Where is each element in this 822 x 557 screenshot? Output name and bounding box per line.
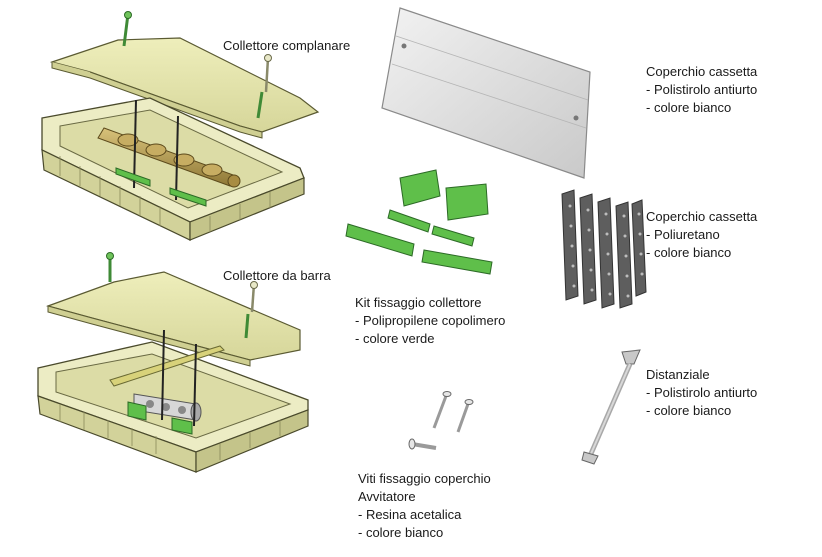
label-line: - colore verde [355,331,435,346]
label-line: - colore bianco [646,100,732,115]
collettore-complanare-assembly [41,11,320,241]
green-bracket [171,417,193,435]
label-line: - colore bianco [358,525,444,540]
label-line: - Poliuretano [646,227,720,242]
distanziale-spacer [581,349,641,465]
label-title: Kit fissaggio collettore [355,295,482,310]
coperchio-cassetta-white [381,7,591,179]
lid-screw [106,252,114,282]
top-box-side [189,177,305,241]
label-line: - colore bianco [646,245,732,260]
label-collettore-da-barra: Collettore da barra [223,268,331,283]
viti-fissaggio-screws [408,391,474,450]
coperchio-cassetta-rails [561,189,647,309]
label-line: Avvitatore [358,489,416,504]
label-coperchio-cassetta-2: Coperchio cassetta - Poliuretano - color… [646,208,757,262]
label-collettore-complanare: Collettore complanare [223,38,351,53]
green-bracket [115,167,151,187]
label-kit-fissaggio: Kit fissaggio collettore - Polipropilene… [355,294,505,348]
label-line: - colore bianco [646,403,732,418]
label-line: - Polistirolo antiurto [646,82,758,97]
label-title: Viti fissaggio coperchio [358,471,491,486]
label-line: - Polipropilene copolimero [355,313,506,328]
green-bracket [127,401,147,421]
label-title: Coperchio cassetta [646,64,758,79]
label-coperchio-cassetta-1: Coperchio cassetta - Polistirolo antiurt… [646,63,757,117]
label-line: - Polistirolo antiurto [646,385,758,400]
brass-manifold [97,127,241,188]
label-distanziale: Distanziale - Polistirolo antiurto - col… [646,366,757,420]
bottom-box-inner [55,353,292,439]
label-title: Coperchio cassetta [646,209,758,224]
collettore-da-barra-assembly [37,252,309,473]
label-line: - Resina acetalica [358,507,462,522]
green-bracket [169,187,207,207]
lid-screw [122,11,132,47]
kit-fissaggio-green-parts [345,169,493,275]
lid-screw [256,54,272,119]
label-title: Distanziale [646,367,710,382]
lid-screw [244,281,258,339]
label-viti-fissaggio: Viti fissaggio coperchio Avvitatore - Re… [358,470,491,542]
